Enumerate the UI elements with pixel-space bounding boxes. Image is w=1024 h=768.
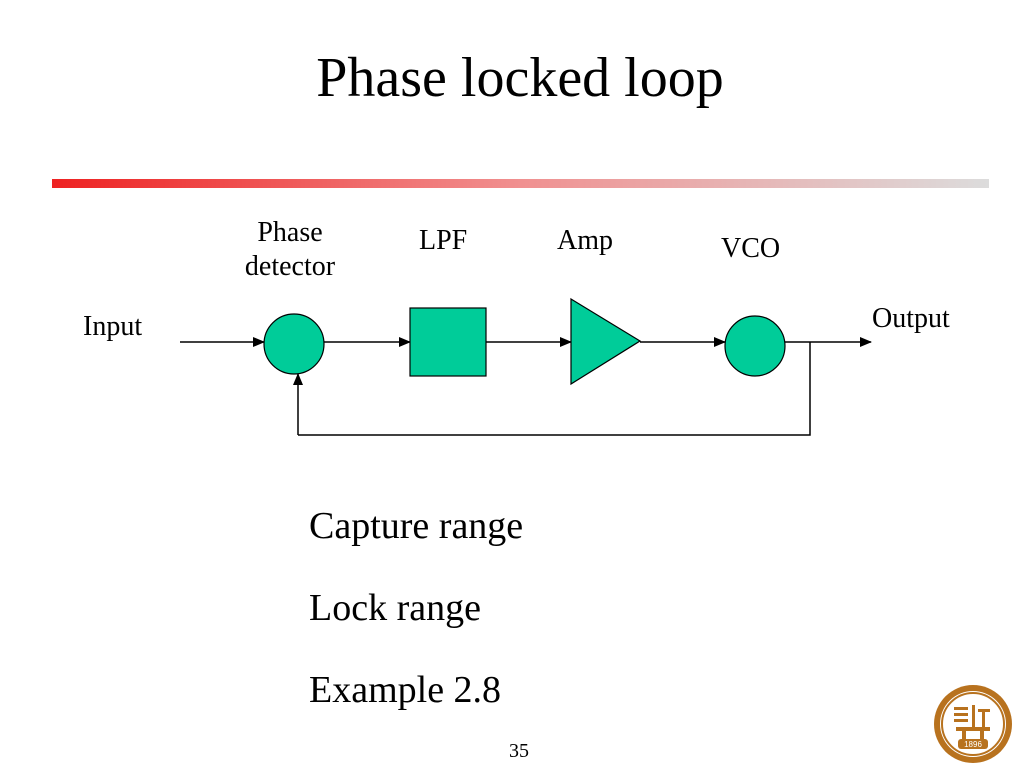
note-item: Capture range: [309, 505, 524, 547]
phase-detector-block: [263, 313, 325, 375]
page-number: 35: [509, 740, 529, 762]
input-label: Input: [83, 311, 143, 342]
output-label: Output: [872, 303, 950, 334]
lpf-block: [409, 307, 487, 377]
university-seal-icon: 1896: [934, 685, 1012, 763]
slide-title: Phase locked loop: [316, 47, 724, 109]
feedback-path: [298, 342, 811, 436]
vco-label: VCO: [721, 233, 781, 264]
vco-block: [724, 315, 786, 377]
notes-list: Capture range Lock range Example 2.8: [309, 504, 523, 750]
amp-block: [570, 297, 642, 386]
phase-detector-label: Phase detector: [215, 216, 365, 283]
amp-label: Amp: [557, 225, 613, 256]
title-divider: [52, 179, 989, 188]
logo-year: 1896: [964, 740, 982, 749]
phase-detector-label-text: Phase detector: [244, 217, 336, 282]
lpf-label: LPF: [419, 225, 468, 256]
note-item: Example 2.8: [309, 669, 502, 711]
note-item: Lock range: [309, 587, 481, 629]
